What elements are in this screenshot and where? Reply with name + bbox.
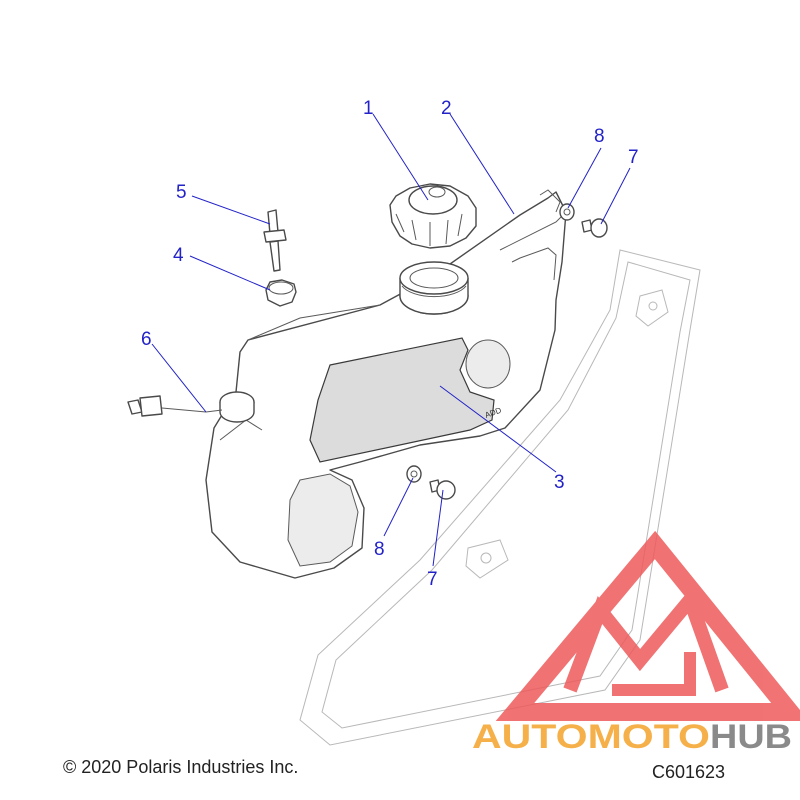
callout-5: 5	[176, 182, 187, 203]
callout-3: 3	[554, 472, 565, 493]
callout-4: 4	[173, 245, 184, 266]
callout-6: 6	[141, 329, 152, 350]
callout-1: 1	[363, 98, 374, 119]
diagram-code: C601623	[652, 762, 726, 782]
callout-7-lower: 7	[427, 569, 438, 590]
callout-2: 2	[441, 98, 452, 119]
fuel-cap	[389, 183, 477, 249]
sender-wire	[127, 395, 223, 417]
vent-fitting	[263, 209, 287, 272]
watermark-text-hub: HUB	[710, 718, 792, 756]
callout-8-upper: 8	[594, 126, 605, 147]
watermark-text-automoto: AUTOMOTO	[472, 718, 710, 756]
grommet	[265, 279, 297, 307]
leader-lines	[151, 113, 631, 567]
washer-lower	[406, 465, 422, 483]
bolt-upper	[581, 218, 608, 238]
fuel-tank: ADD	[205, 189, 567, 579]
watermark-logo	[495, 530, 800, 721]
callout-7-upper: 7	[628, 147, 639, 168]
washer-upper	[559, 203, 575, 221]
bolt-lower	[429, 479, 456, 500]
callout-8-lower: 8	[374, 539, 385, 560]
copyright-text: © 2020 Polaris Industries Inc.	[63, 757, 299, 777]
